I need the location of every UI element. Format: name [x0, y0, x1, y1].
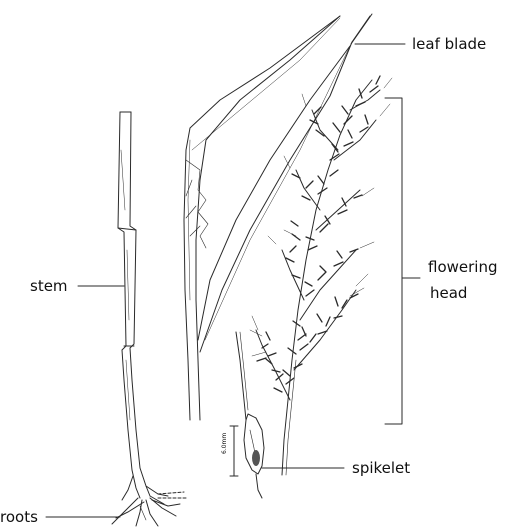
- leaf-blade-label: leaf blade: [412, 35, 486, 53]
- roots-illustration: [112, 492, 186, 526]
- flowering-label: flowering: [428, 258, 498, 276]
- spikelet-label: spikelet: [352, 459, 410, 477]
- awns: [250, 78, 392, 356]
- florets: [257, 76, 380, 392]
- stem-label: stem: [30, 277, 68, 295]
- scale-label: 6.0mm: [221, 433, 228, 454]
- flowering-head-bracket: [385, 98, 402, 424]
- head-label: head: [430, 284, 467, 302]
- roots-label: roots: [0, 508, 38, 526]
- leaf-blade-illustration: [184, 14, 372, 420]
- scale-bar: [230, 426, 238, 476]
- stem-illustration: [118, 112, 168, 504]
- spikelet-illustration: [236, 332, 264, 498]
- flowering-head-illustration: [256, 80, 380, 475]
